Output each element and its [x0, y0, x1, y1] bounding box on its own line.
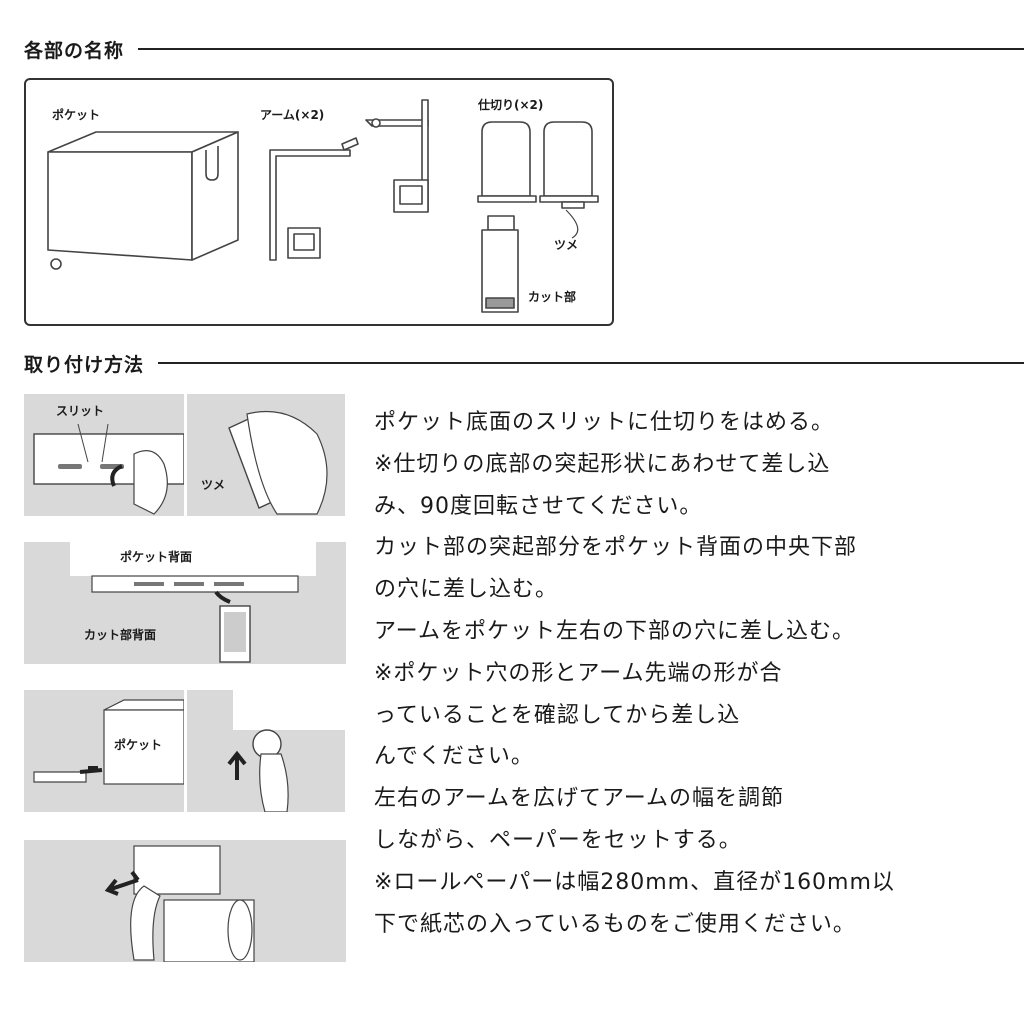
instruction-line: の穴に差し込む。 — [374, 577, 559, 603]
parts-section-header: 各部の名称 — [24, 34, 1024, 64]
section-divider — [138, 48, 1024, 50]
finger-push-illustration — [227, 690, 345, 812]
instruction-line: アームをポケット左右の下部の穴に差し込む。 — [374, 618, 856, 644]
cut-label: カット部 — [528, 290, 577, 304]
pocket-back-label: ポケット背面 — [120, 550, 193, 564]
instruction-line: 左右のアームを広げてアームの幅を調節 — [374, 786, 785, 812]
instruction-text: ポケット底面のスリットに仕切りをはめる。 ※仕切りの底部の突起形状にあわせて差し… — [374, 402, 1014, 945]
instruction-line: んでください。 — [374, 744, 534, 770]
tab-label: ツメ — [554, 238, 579, 252]
step3-arm-panel: ポケット — [24, 690, 184, 812]
arm-illustration-2 — [365, 99, 429, 213]
instruction-line: っていることを確認してから差し込 — [374, 702, 741, 728]
parts-diagram: ポケット アーム(×2) 仕切り(×2) ツメ カット部 — [24, 78, 614, 326]
step2-panel: ポケット背面 カット部背面 — [24, 542, 346, 664]
pocket-label: ポケット — [114, 738, 163, 752]
cut-insert-illustration — [70, 542, 316, 663]
instruction-line: ※ポケット穴の形とアーム先端の形が合 — [374, 660, 783, 686]
divider-label: 仕切り(×2) — [478, 98, 544, 112]
parts-illustration — [47, 99, 599, 313]
pocket-illustration — [47, 131, 239, 270]
instruction-line: カット部の突起部分をポケット背面の中央下部 — [374, 535, 858, 561]
step3-finger-panel — [187, 690, 345, 812]
instruction-line: ポケット底面のスリットに仕切りをはめる。 — [374, 410, 835, 435]
divider-illustration-2 — [539, 121, 599, 209]
step4-panel — [24, 840, 346, 962]
tab-label: ツメ — [201, 478, 226, 492]
cut-piece-illustration — [481, 215, 519, 313]
slit-illustration — [33, 423, 184, 515]
step1-slit-panel: スリット — [24, 394, 184, 516]
instruction-line: 下で紙芯の入っているものをご使用ください。 — [374, 911, 856, 937]
tab-hand-illustration — [228, 410, 328, 515]
instruction-line: み、90度回転させてください。 — [374, 493, 703, 519]
arm-insert-illustration — [33, 699, 184, 785]
instruction-line: しながら、ペーパーをセットする。 — [374, 827, 742, 853]
install-section-header: 取り付け方法 — [24, 348, 1024, 378]
arm-illustration-1 — [269, 137, 359, 261]
install-section-title: 取り付け方法 — [24, 353, 145, 376]
pocket-label: ポケット — [52, 108, 101, 122]
slit-label: スリット — [56, 404, 105, 418]
arm-label: アーム(×2) — [260, 108, 325, 122]
paper-set-illustration — [104, 845, 255, 962]
cut-back-label: カット部背面 — [84, 628, 157, 642]
parts-section-title: 各部の名称 — [24, 39, 125, 62]
section-divider — [158, 362, 1024, 364]
step1-tab-panel: ツメ — [187, 394, 345, 516]
instruction-line: ※ロールペーパーは幅280mm、直径が160mm以 — [374, 869, 895, 895]
divider-illustration-1 — [477, 121, 537, 203]
instruction-line: ※仕切りの底部の突起形状にあわせて差し込 — [374, 451, 831, 477]
